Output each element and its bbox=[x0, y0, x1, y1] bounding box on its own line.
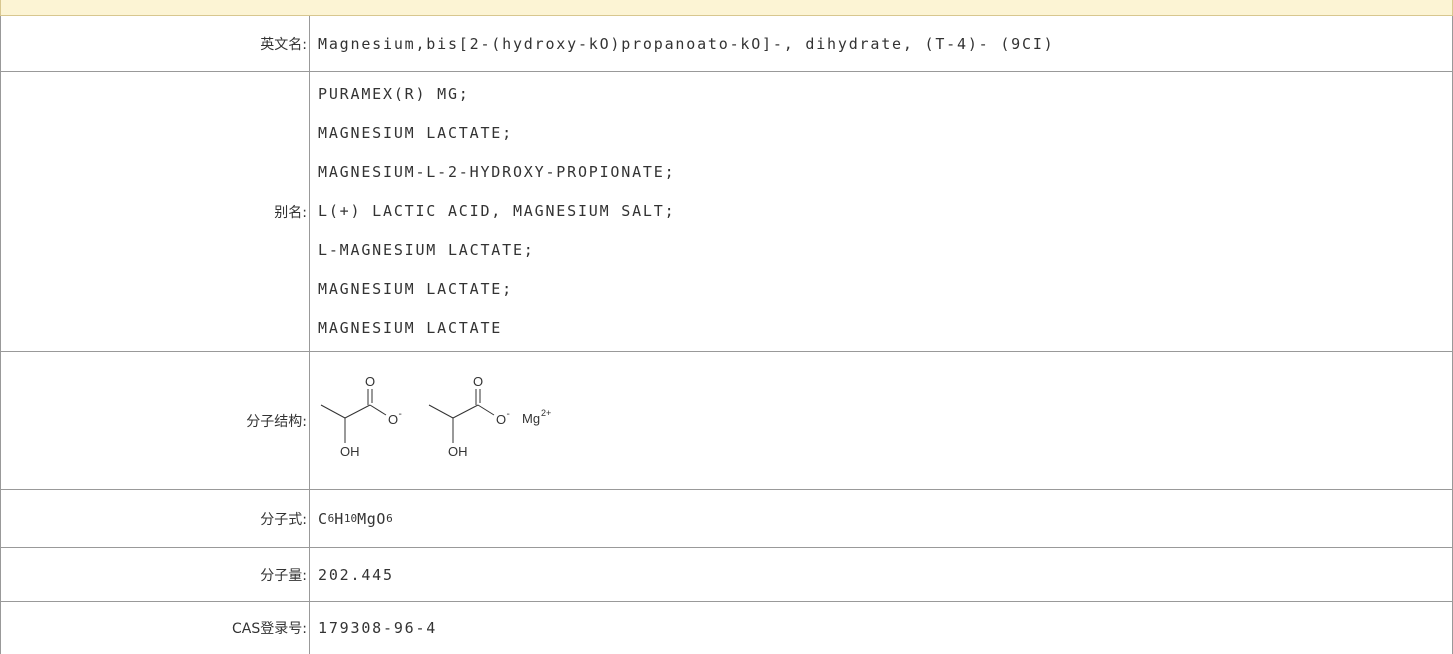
synonym-item: MAGNESIUM-L-2-HYDROXY-PROPIONATE; bbox=[318, 163, 676, 181]
atom-hydroxyl-2: OH bbox=[448, 444, 468, 459]
charge-carboxylate-1: - bbox=[399, 409, 402, 420]
label-formula: 分子式: bbox=[1, 490, 310, 547]
label-synonyms: 别名: bbox=[1, 72, 310, 351]
carbon-chain-1 bbox=[320, 404, 371, 419]
charge-carboxylate-2: - bbox=[507, 409, 510, 420]
row-english-name: 英文名: Magnesium,bis[2-(hydroxy-kO)propano… bbox=[1, 16, 1452, 72]
value-cas-number: 179308-96-4 bbox=[318, 619, 438, 637]
row-molecular-weight: 分子量: 202.445 bbox=[1, 548, 1452, 602]
synonym-item: MAGNESIUM LACTATE bbox=[318, 319, 503, 337]
value-synonyms: PURAMEX(R) MG; MAGNESIUM LACTATE; MAGNES… bbox=[310, 72, 1452, 351]
compound-properties-table: 英文名: Magnesium,bis[2-(hydroxy-kO)propano… bbox=[0, 16, 1453, 654]
carboxylate-bond-2 bbox=[477, 404, 495, 415]
molecular-structure-diagram: O O - OH O O - OH Mg 2+ bbox=[320, 374, 551, 459]
row-synonyms: 别名: PURAMEX(R) MG; MAGNESIUM LACTATE; MA… bbox=[1, 72, 1452, 352]
atom-carbonyl-oxygen-1: O bbox=[365, 374, 375, 389]
carboxylate-bond-1 bbox=[369, 404, 387, 415]
charge-magnesium: 2+ bbox=[541, 408, 551, 418]
label-cas-number: CAS登录号: bbox=[1, 602, 310, 654]
synonym-item: PURAMEX(R) MG; bbox=[318, 85, 470, 103]
atom-carboxylate-oxygen-1: O bbox=[388, 412, 398, 427]
atom-hydroxyl-1: OH bbox=[340, 444, 360, 459]
value-structure: O O - OH O O - OH Mg 2+ bbox=[310, 352, 1452, 489]
row-cas-number: CAS登录号: 179308-96-4 bbox=[1, 602, 1452, 654]
atom-magnesium: Mg bbox=[522, 411, 540, 426]
header-band bbox=[0, 0, 1453, 16]
synonym-item: L-MAGNESIUM LACTATE; bbox=[318, 241, 535, 259]
atom-carbonyl-oxygen-2: O bbox=[473, 374, 483, 389]
value-english-name: Magnesium,bis[2-(hydroxy-kO)propanoato-k… bbox=[318, 34, 1055, 53]
synonym-item: MAGNESIUM LACTATE; bbox=[318, 280, 513, 298]
formula-element-h: H bbox=[334, 509, 344, 528]
row-structure: 分子结构: O O - OH O bbox=[1, 352, 1452, 490]
formula-element-c: C bbox=[318, 509, 328, 528]
synonym-list: PURAMEX(R) MG; MAGNESIUM LACTATE; MAGNES… bbox=[318, 75, 675, 348]
value-molecular-weight: 202.445 bbox=[318, 565, 394, 584]
synonym-item: MAGNESIUM LACTATE; bbox=[318, 124, 513, 142]
synonym-item: L(+) LACTIC ACID, MAGNESIUM SALT; bbox=[318, 202, 676, 220]
label-molecular-weight: 分子量: bbox=[1, 548, 310, 601]
label-structure: 分子结构: bbox=[1, 352, 310, 489]
atom-carboxylate-oxygen-2: O bbox=[496, 412, 506, 427]
carbon-chain-2 bbox=[428, 404, 479, 419]
formula-element-mgo: MgO bbox=[357, 509, 387, 528]
label-english-name: 英文名: bbox=[1, 16, 310, 71]
